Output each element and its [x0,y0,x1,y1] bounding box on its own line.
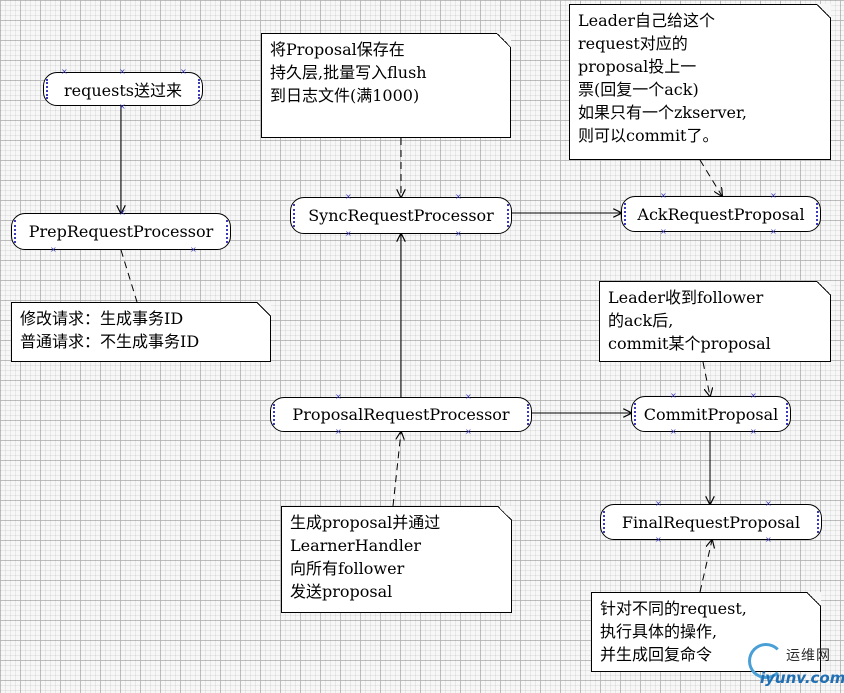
note-commit[interactable]: Leader收到follower 的ack后, commit某个proposal [599,281,831,362]
node-prep-label: PrepRequestProcessor [28,222,214,241]
selection-handle[interactable]: × [190,245,197,254]
selection-handle[interactable]: × [465,427,472,436]
note-fold-corner [807,592,821,606]
selection-handle[interactable]: × [655,499,662,508]
selection-handle[interactable]: × [765,499,772,508]
node-commit-label: CommitProposal [643,404,779,424]
note-sync[interactable]: 将Proposal保存在 持久层,批量写入flush 到日志文件(满1000) [261,33,511,138]
selection-handle[interactable]: × [670,391,677,400]
note-ack-line: request对应的 [578,34,688,53]
selection-handle[interactable]: × [335,427,342,436]
selection-handle[interactable]: × [119,102,126,111]
link-commit-note [702,361,710,396]
link-prep-note [120,249,138,303]
node-final-request-proposal[interactable]: FinalRequestProposal [600,504,822,540]
selection-handle[interactable]: × [455,192,462,201]
selection-handle[interactable]: × [119,208,126,217]
selection-handle[interactable]: × [765,535,772,544]
selection-handle[interactable]: × [660,227,667,236]
node-sync-label: SyncRequestProcessor [308,206,494,225]
note-final-line: 并生成回复命令 [600,645,713,664]
site-watermark-logo: 运维网 iyunv.com [748,639,844,691]
node-proposal-request-processor[interactable]: ProposalRequestProcessor [270,397,532,432]
watermark-ring-icon [748,643,784,679]
selection-handle[interactable]: × [655,535,662,544]
selection-handle[interactable]: × [50,245,57,254]
note-ack-line: 如果只有一个zkserver, [578,103,747,122]
node-requests[interactable]: requests送过来 [43,72,203,106]
selection-handle[interactable]: × [119,67,126,76]
link-proposal-note [392,432,401,507]
selection-handle[interactable]: × [750,427,757,436]
note-fold-corner [817,281,831,295]
note-fold-corner [817,4,831,18]
note-commit-line: 的ack后, [608,311,674,330]
selection-handle[interactable]: × [345,192,352,201]
selection-handle[interactable]: × [670,427,677,436]
watermark-top-text: 运维网 [786,648,831,664]
note-ack-line: proposal投上一 [578,57,697,76]
link-final-note [699,540,712,593]
note-fold-corner [497,33,511,47]
selection-handle[interactable]: × [660,191,667,200]
note-prep-line: 普通请求：不生成事务ID [20,332,200,351]
note-sync-line: 将Proposal保存在 [270,40,405,59]
selection-handle[interactable]: × [61,67,68,76]
note-commit-line: Leader收到follower [608,288,764,307]
node-requests-label: requests送过来 [64,81,182,100]
note-final-line: 针对不同的request, [600,599,747,618]
note-ack-line: 则可以commit了。 [578,126,719,145]
note-ack-line: Leader自己给这个 [578,11,715,30]
note-commit-line: commit某个proposal [608,334,771,353]
node-ack-label: AckRequestProposal [637,204,805,224]
note-sync-line: 持久层,批量写入flush [270,63,427,82]
node-prep-request-processor[interactable]: PrepRequestProcessor [11,213,231,250]
selection-handle[interactable]: × [455,229,462,238]
selection-handle[interactable]: × [465,392,472,401]
link-ack-note [699,159,722,196]
note-prep-line: 修改请求：生成事务ID [20,309,184,328]
note-prep[interactable]: 修改请求：生成事务ID 普通请求：不生成事务ID [11,302,271,362]
selection-handle[interactable]: × [335,392,342,401]
selection-handle[interactable]: × [180,67,187,76]
selection-handle[interactable]: × [750,391,757,400]
note-proposal-line: 生成proposal并通过 [290,513,441,532]
note-fold-corner [257,302,271,316]
note-final-line: 执行具体的操作, [600,622,718,641]
node-final-label: FinalRequestProposal [621,512,801,532]
selection-handle[interactable]: × [345,229,352,238]
note-proposal[interactable]: 生成proposal并通过 LearnerHandler 向所有follower… [281,506,512,613]
note-proposal-line: LearnerHandler [290,536,421,555]
note-sync-line: 到日志文件(满1000) [270,86,420,105]
node-proposal-label: ProposalRequestProcessor [292,405,510,424]
node-ack-request-proposal[interactable]: AckRequestProposal [621,196,821,232]
note-ack[interactable]: Leader自己给这个 request对应的 proposal投上一 票(回复一… [569,4,831,160]
selection-handle[interactable]: × [770,191,777,200]
node-commit-proposal[interactable]: CommitProposal [631,396,791,432]
watermark-bottom-text: iyunv.com [760,669,844,687]
selection-handle[interactable]: × [770,227,777,236]
note-ack-line: 票(回复一个ack) [578,80,699,99]
note-proposal-line: 发送proposal [290,582,393,601]
node-sync-request-processor[interactable]: SyncRequestProcessor [290,197,512,234]
note-fold-corner [498,506,512,520]
note-proposal-line: 向所有follower [290,559,405,578]
